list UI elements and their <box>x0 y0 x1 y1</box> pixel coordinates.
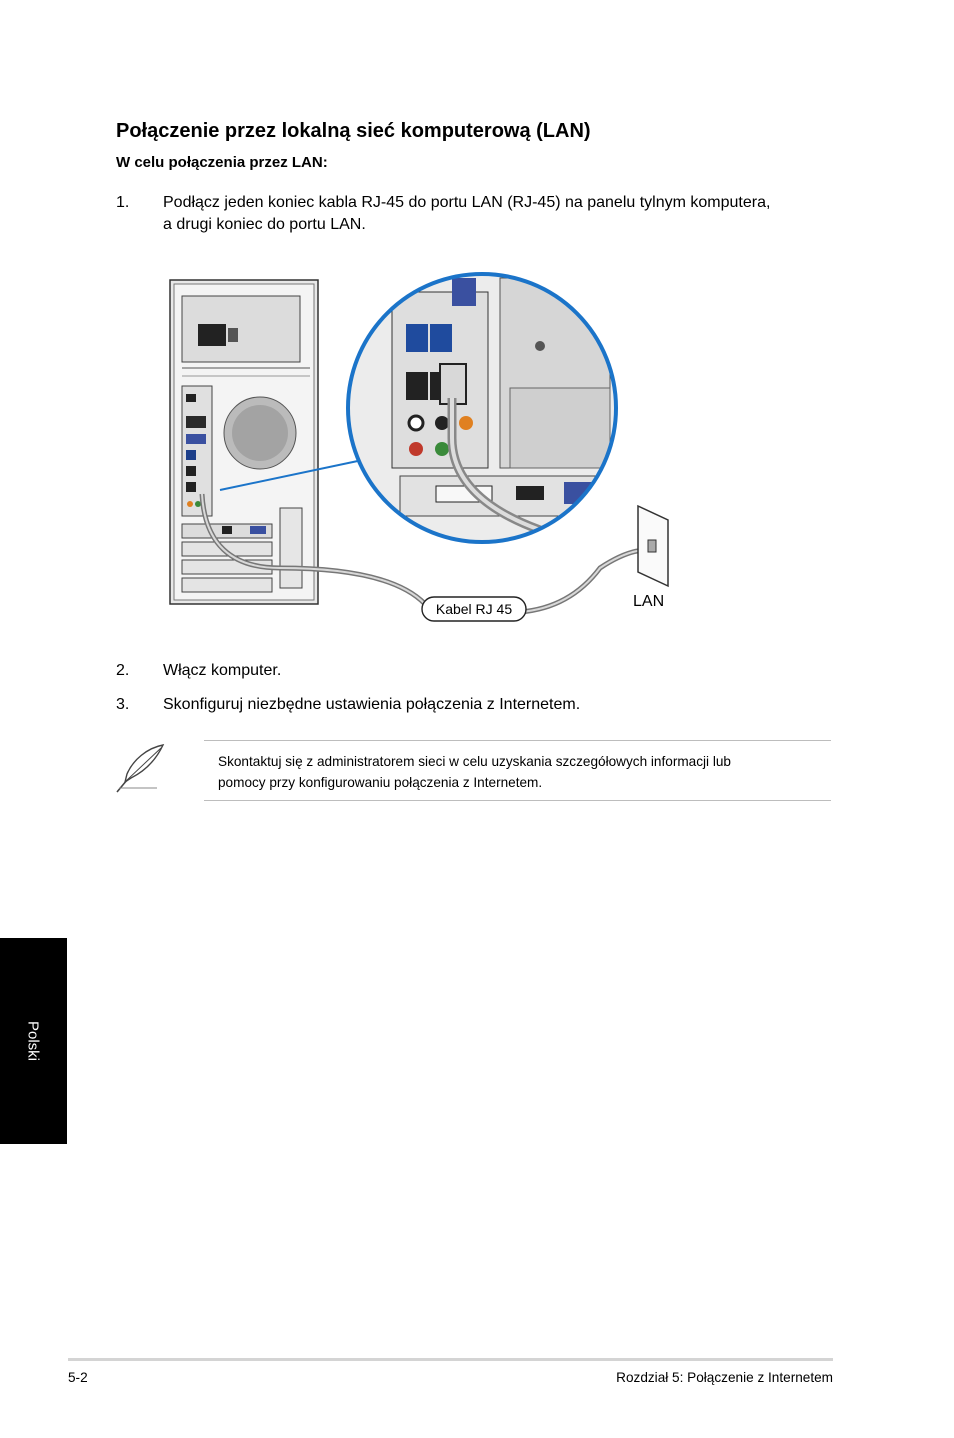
step-number: 1. <box>116 194 130 211</box>
note-line: Skontaktuj się z administratorem sieci w… <box>218 754 731 769</box>
lan-connection-figure: Kabel RJ 45 LAN <box>160 268 680 628</box>
step-text-line: Podłącz jeden koniec kabla RJ-45 do port… <box>163 194 771 211</box>
note-text: Skontaktuj się z administratorem sieci w… <box>218 751 731 793</box>
note-line: pomocy przy konfigurowaniu połączenia z … <box>218 775 543 790</box>
footer-rule <box>68 1358 833 1361</box>
feather-quill-icon <box>113 742 169 794</box>
language-label: Polski <box>24 1020 42 1062</box>
step-number: 3. <box>116 696 130 713</box>
step-text-line: Skonfiguruj niezbędne ustawienia połącze… <box>163 696 581 713</box>
page-number: 5-2 <box>68 1370 88 1385</box>
section-subtitle: W celu połączenia przez LAN: <box>116 154 328 171</box>
step-text-line: a drugi koniec do portu LAN. <box>163 216 366 233</box>
note-top-rule <box>204 740 831 741</box>
port-zoom-detail <box>346 272 618 544</box>
step-number: 2. <box>116 662 130 679</box>
pc-tower-rear <box>169 279 319 605</box>
cable-label: Kabel RJ 45 <box>436 601 512 617</box>
wall-lan-socket <box>637 504 669 588</box>
lan-label: LAN <box>633 593 664 610</box>
page-title: Połączenie przez lokalną sieć komputerow… <box>116 120 591 142</box>
note-bottom-rule <box>204 800 831 801</box>
language-side-tab: Polski <box>0 938 67 1144</box>
step-text-line: Włącz komputer. <box>163 662 282 679</box>
chapter-title: Rozdział 5: Połączenie z Internetem <box>616 1370 833 1385</box>
